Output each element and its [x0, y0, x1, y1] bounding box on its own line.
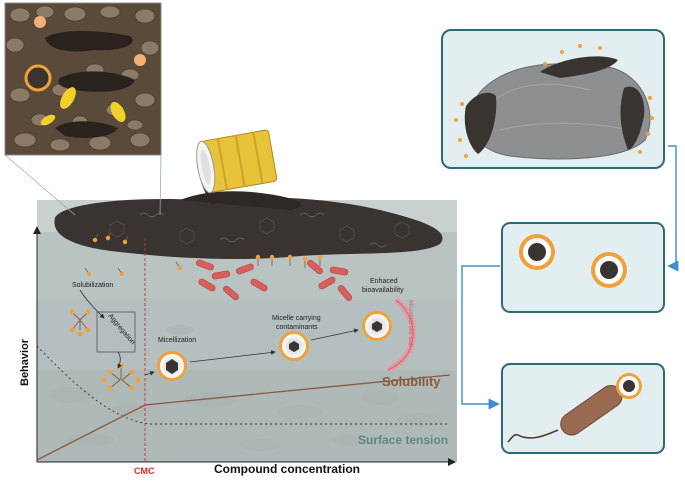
label-solubilization: Solubilization [72, 282, 113, 289]
label-cell-wall: Microbial cell wall [407, 300, 413, 347]
surfactant-heads [86, 235, 323, 277]
label-surface-tension: Surface tension [358, 433, 448, 447]
label-micelle-carrying-1: Micelle carrying [272, 315, 321, 322]
panel-bacterium [501, 363, 665, 454]
aggregation-box [96, 311, 136, 353]
cell-wall-line [387, 299, 414, 371]
y-axis-label: Behavior [19, 338, 31, 386]
aggregate-cluster-lower [109, 368, 133, 389]
panel-rock [441, 29, 665, 169]
label-enhanced-2: bioavailability [362, 287, 404, 294]
process-arrows [79, 289, 359, 376]
label-micellization: Micellization [158, 337, 196, 344]
soil-inset [4, 2, 162, 156]
label-micelle-carrying-2: contaminants [276, 324, 318, 331]
panel-connectors [461, 145, 679, 410]
zoom-line-right [159, 154, 162, 216]
axes [33, 226, 456, 466]
oil-barrel [196, 129, 278, 194]
aggregate-heads-upper [69, 309, 91, 337]
x-axis-label: Compound concentration [214, 462, 360, 476]
bacteria-rods [196, 259, 353, 301]
micelle-micellization [157, 351, 187, 381]
micelle-bioavailability [362, 311, 392, 341]
cmc-label: CMC [134, 466, 155, 476]
micelle-carrying [279, 331, 309, 361]
zoom-line-left [4, 154, 76, 216]
label-solubility: Solubility [382, 374, 441, 389]
soil-pebbles [48, 325, 444, 451]
aggregate-cluster-upper [71, 311, 89, 331]
panel-micelles [501, 222, 665, 313]
oil-spill [54, 179, 443, 259]
label-enhanced-1: Enhaced [370, 278, 398, 285]
